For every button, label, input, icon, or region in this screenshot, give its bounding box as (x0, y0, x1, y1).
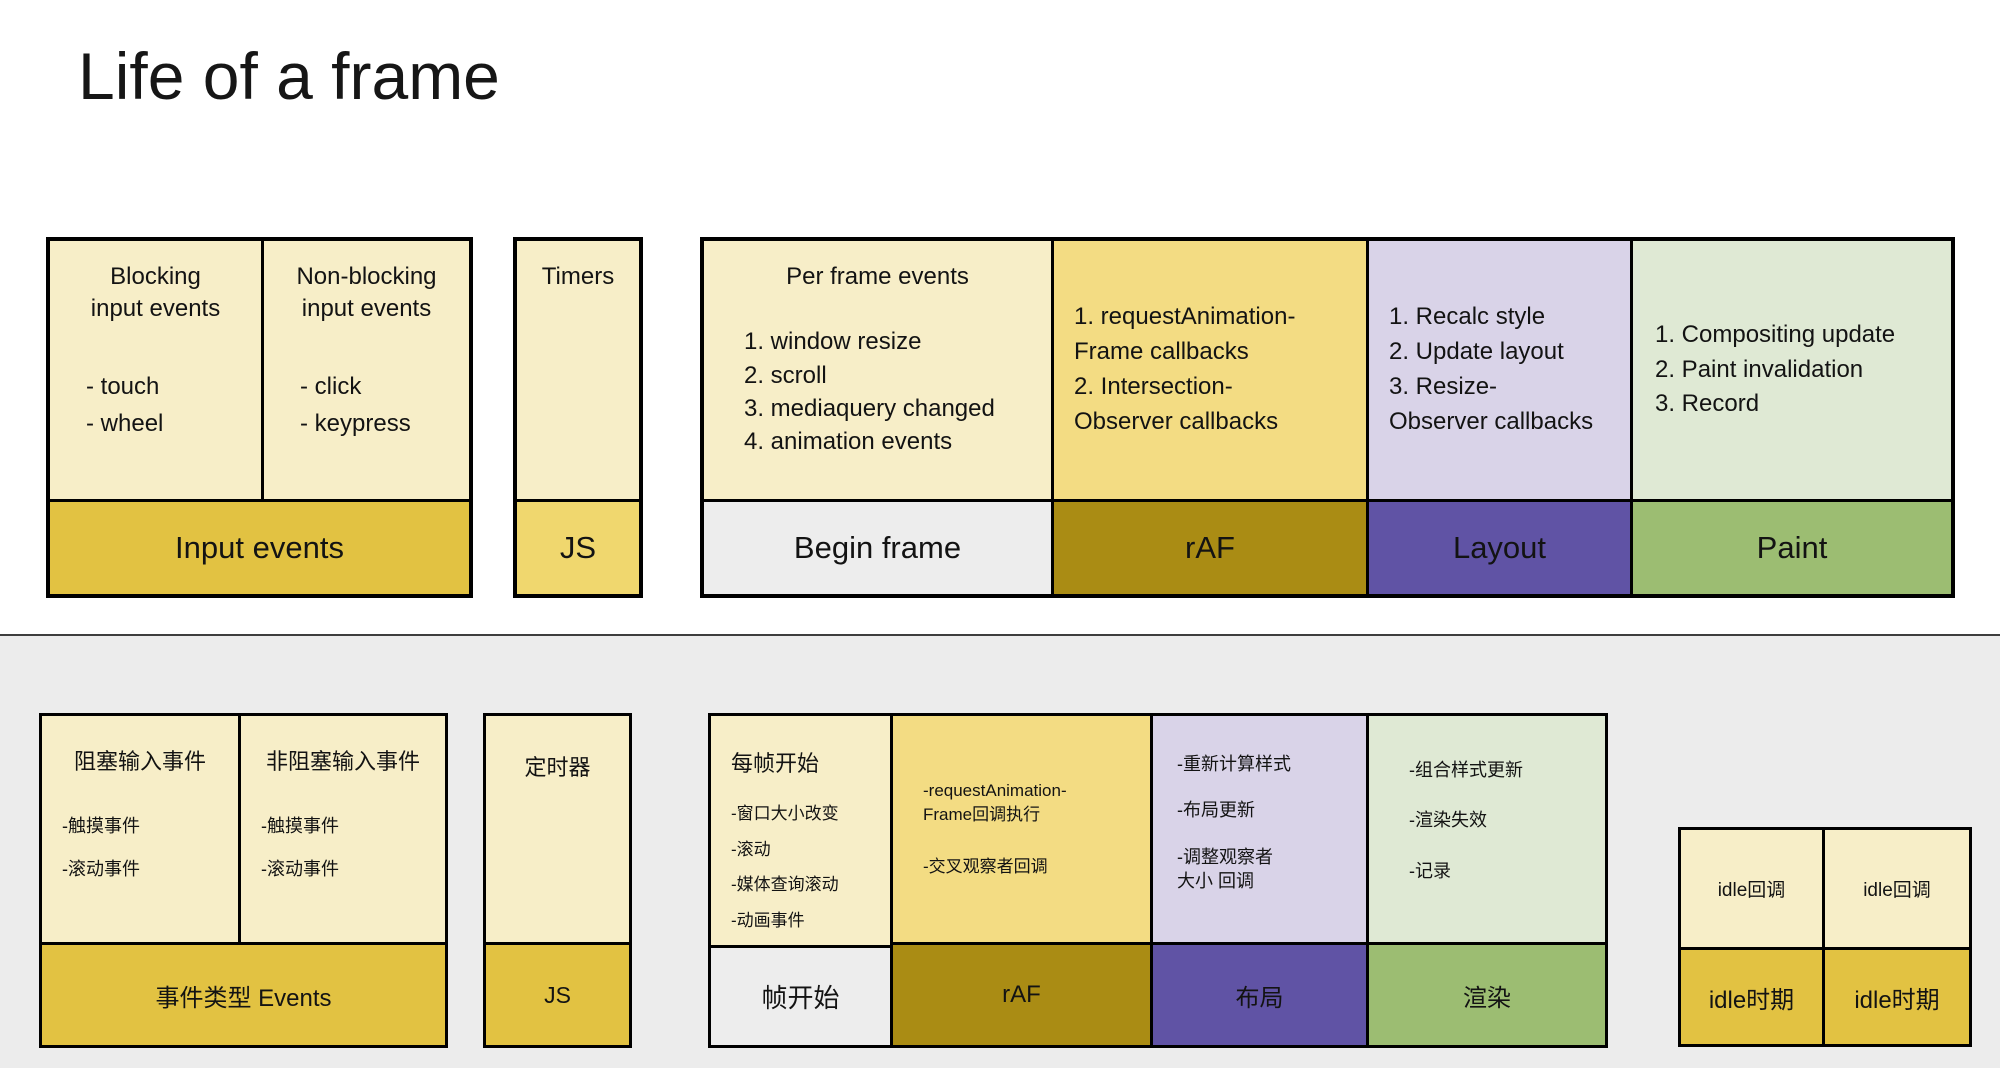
idle-box: idle回调 idle回调 idle时期 idle时期 (1678, 827, 1972, 1047)
list-item: -requestAnimation- Frame回调执行 (923, 781, 1067, 825)
list-item: 1. window resize (744, 328, 922, 356)
frame-start-section-cn: 每帧开始 -窗口大小改变 -滚动 -媒体查询滚动 -动画事件 帧开始 (711, 716, 893, 1045)
list-item: -媒体查询滚动 (731, 875, 839, 895)
paint-section-cn: -组合样式更新 -渲染失效 -记录 渲染 (1369, 716, 1605, 1045)
list-item: 3. mediaquery changed (744, 394, 995, 422)
raf-items: 1. requestAnimation- Frame callbacks 2. … (1074, 303, 1296, 435)
timer-box-cn: 定时器 JS (483, 713, 632, 1048)
blocking-header-cn: 阻塞输入事件 (73, 749, 206, 774)
paint-footer-cn: 渲染 (1369, 942, 1605, 1045)
layout-items-cn: -重新计算样式 -布局更新 -调整观察者 大小 回调 (1153, 716, 1366, 915)
list-item: -调整观察者 大小 回调 (1177, 846, 1273, 891)
raf-footer-cn: rAF (893, 942, 1150, 1045)
paint-section: 1. Compositing update 2. Paint invalidat… (1633, 241, 1951, 594)
list-item: -重新计算样式 (1177, 754, 1291, 774)
list-item: -窗口大小改变 (731, 804, 839, 823)
begin-frame-section: Per frame events 1. window resize 2. scr… (704, 241, 1054, 594)
paint-footer: Paint (1633, 499, 1951, 594)
blocking-items-cn: -触摸事件 -滚动事件 (42, 814, 238, 900)
layout-section-cn: -重新计算样式 -布局更新 -调整观察者 大小 回调 布局 (1153, 716, 1369, 1045)
blocking-column: Blocking input events - touch - wheel (50, 241, 264, 499)
non-blocking-header: Non-blocking input events (296, 263, 437, 323)
events-footer-cn: 事件类型 Events (42, 942, 445, 1045)
idle-period-cell: idle时期 (1681, 950, 1825, 1044)
timers-footer: JS (517, 499, 639, 594)
non-blocking-column-cn: 非阻塞输入事件 -触摸事件 -滚动事件 (241, 716, 445, 942)
paint-items-cn: -组合样式更新 -渲染失效 -记录 (1369, 716, 1605, 909)
begin-frame-items: 1. window resize 2. scroll 3. mediaquery… (704, 325, 1051, 457)
blocking-column-cn: 阻塞输入事件 -触摸事件 -滚动事件 (42, 716, 241, 942)
list-item: -触摸事件 (62, 816, 140, 836)
list-item: -布局更新 (1177, 800, 1255, 821)
events-box-cn: 阻塞输入事件 -触摸事件 -滚动事件 非阻塞输入事件 -触摸事件 -滚动事件 事… (39, 713, 448, 1048)
layout-items: 1. Recalc style 2. Update layout 3. Resi… (1389, 303, 1594, 435)
blocking-items: - touch - wheel (86, 372, 164, 437)
non-blocking-header-cn: 非阻塞输入事件 (265, 749, 420, 774)
layout-footer: Layout (1369, 499, 1630, 594)
begin-frame-header: Per frame events (786, 263, 969, 290)
list-item: -滚动事件 (261, 859, 339, 880)
timer-header-cn: 定时器 (524, 755, 591, 780)
list-item: -交叉观察者回调 (923, 856, 1048, 876)
list-item: -渲染失效 (1409, 810, 1487, 831)
list-item: 2. scroll (744, 361, 827, 389)
layout-section: 1. Recalc style 2. Update layout 3. Resi… (1369, 241, 1633, 594)
idle-period-cell: idle时期 (1825, 950, 1969, 1044)
page-title: Life of a frame (78, 39, 500, 113)
list-item: -动画事件 (731, 910, 805, 930)
raf-items-cn: -requestAnimation- Frame回调执行 -交叉观察者回调 (893, 779, 1150, 878)
raf-footer: rAF (1054, 499, 1366, 594)
raf-section-cn: -requestAnimation- Frame回调执行 -交叉观察者回调 rA… (893, 716, 1153, 1045)
list-item: -触摸事件 (261, 816, 339, 836)
input-events-body: Blocking input events - touch - wheel No… (50, 241, 469, 499)
frame-start-footer-cn: 帧开始 (711, 944, 890, 1045)
idle-callback-cell: idle回调 (1825, 830, 1969, 947)
list-item: -滚动 (731, 839, 771, 859)
layout-footer-cn: 布局 (1153, 942, 1366, 1045)
list-item: 4. animation events (744, 427, 953, 455)
frame-pipeline-box: Per frame events 1. window resize 2. scr… (700, 237, 1955, 598)
frame-start-items-cn: -窗口大小改变 -滚动 -媒体查询滚动 -动画事件 (711, 802, 890, 945)
list-item: -组合样式更新 (1409, 760, 1523, 780)
input-events-box: Blocking input events - touch - wheel No… (46, 237, 473, 598)
blocking-header: Blocking input events (90, 263, 221, 323)
timers-header: Timers (541, 263, 615, 290)
non-blocking-items-cn: -触摸事件 -滚动事件 (241, 814, 445, 900)
begin-frame-footer: Begin frame (704, 499, 1051, 594)
list-item: -记录 (1409, 860, 1451, 881)
list-item: -滚动事件 (62, 859, 140, 880)
non-blocking-column: Non-blocking input events - click - keyp… (264, 241, 469, 499)
timers-box: Timers JS (513, 237, 643, 598)
non-blocking-items: - click - keypress (300, 372, 411, 437)
frame-pipeline-box-cn: 每帧开始 -窗口大小改变 -滚动 -媒体查询滚动 -动画事件 帧开始 -requ… (708, 713, 1608, 1048)
timer-footer-cn: JS (486, 942, 629, 1045)
paint-items: 1. Compositing update 2. Paint invalidat… (1655, 320, 1896, 418)
idle-callback-cell: idle回调 (1681, 830, 1825, 947)
input-events-footer: Input events (50, 499, 469, 594)
frame-start-header-cn: 每帧开始 (731, 751, 820, 776)
raf-section: 1. requestAnimation- Frame callbacks 2. … (1054, 241, 1369, 594)
section-divider (0, 634, 2000, 636)
